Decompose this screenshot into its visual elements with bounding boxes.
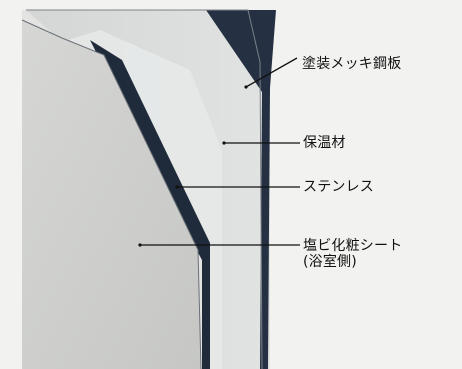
insulation-outline xyxy=(26,9,263,369)
leader-dot-insulation xyxy=(222,141,226,145)
leader-coated-steel xyxy=(245,57,298,88)
label-coated-steel: 塗装メッキ鋼板 xyxy=(302,56,402,72)
label-pvc-sheet: 塩ビ化粧シート (浴室側) xyxy=(303,238,423,270)
insulation-layer xyxy=(26,10,262,369)
leader-dot-stainless xyxy=(175,185,179,189)
label-pvc-sheet-line2: (浴室側) xyxy=(303,254,357,270)
stainless-steel-layer xyxy=(90,40,210,369)
label-pvc-sheet-line1: 塩ビ化粧シート xyxy=(303,238,403,254)
pvc-decorative-sheet xyxy=(22,20,201,369)
leader-dot-pvc-sheet xyxy=(138,243,142,247)
coated-steel-layer xyxy=(206,10,276,369)
panel-outline xyxy=(21,19,202,369)
label-insulation: 保温材 xyxy=(303,135,346,151)
leader-dot-coated-steel xyxy=(244,85,248,89)
insulation-highlight xyxy=(62,30,222,369)
label-stainless: ステンレス xyxy=(303,179,374,195)
